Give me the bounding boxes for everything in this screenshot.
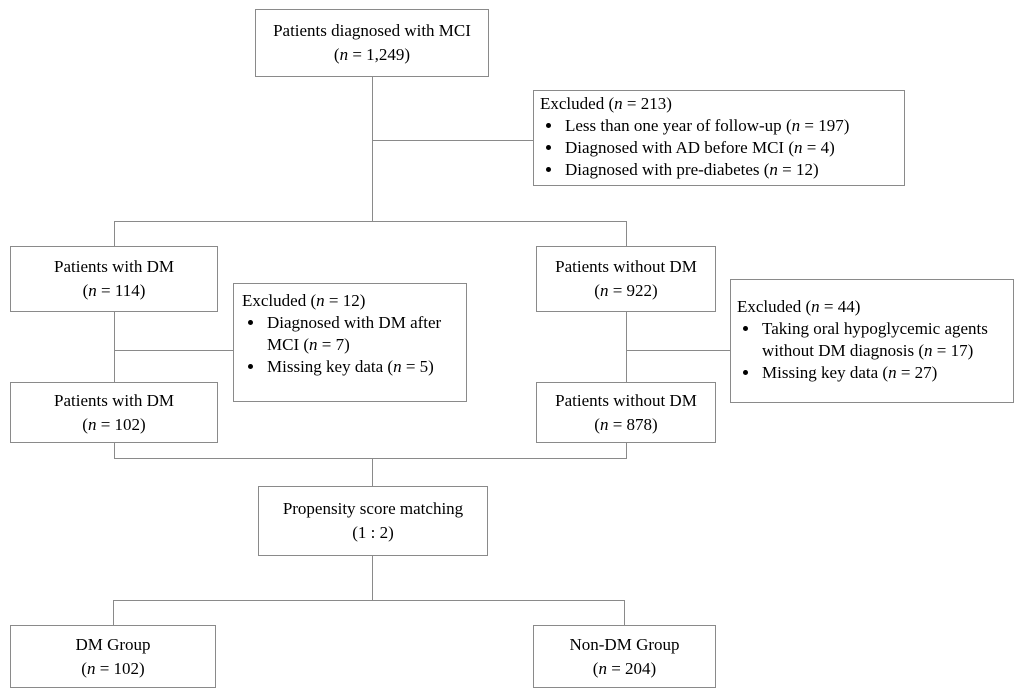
connector-right-drop-1 (626, 221, 627, 246)
box-propensity-matching: Propensity score matching (1 : 2) (258, 486, 488, 556)
box-count: (n = 114) (82, 281, 146, 300)
excluded-title: Excluded (n = 213) (540, 94, 672, 113)
box-patients-without-dm-initial: Patients without DM (n = 922) (536, 246, 716, 312)
box-count: (n = 102) (81, 658, 145, 678)
connector-right-drop-3 (624, 600, 625, 625)
excluded-reason: Missing key data (n = 27) (760, 362, 1007, 384)
connector-merge (114, 458, 627, 459)
connector-left-drop-1 (114, 221, 115, 246)
box-count: (n = 922) (594, 281, 658, 300)
excluded-reason: Less than one year of follow-up (n = 197… (563, 115, 898, 137)
box-title: DM Group (75, 634, 151, 654)
box-patients-with-dm-initial: Patients with DM (n = 114) (10, 246, 218, 312)
excluded-title: Excluded (n = 44) (737, 297, 861, 316)
connector-left-drop-3 (113, 600, 114, 625)
connector-right-drop-2 (626, 443, 627, 459)
box-title: Patients without DM (555, 390, 697, 410)
excluded-reason: Missing key data (n = 5) (265, 356, 458, 378)
box-patients-mci: Patients diagnosed with MCI (n = 1,249) (255, 9, 489, 77)
box-excluded-dm: Excluded (n = 12) Diagnosed with DM afte… (233, 283, 467, 402)
excluded-reasons-list: Diagnosed with DM after MCI (n = 7) Miss… (242, 312, 458, 378)
box-count: (n = 1,249) (333, 45, 411, 64)
connector-to-excluded-without-dm (626, 350, 730, 351)
connector-left-vertical-2 (114, 312, 115, 382)
excluded-reasons-list: Less than one year of follow-up (n = 197… (540, 115, 898, 181)
connector-propensity-down (372, 555, 373, 601)
box-patients-without-dm-final: Patients without DM (n = 878) (536, 382, 716, 443)
box-title: Patients without DM (555, 257, 697, 276)
connector-to-excluded-dm (114, 350, 233, 351)
excluded-reason: Taking oral hypoglycemic agents without … (760, 318, 1007, 362)
box-title: Patients with DM (54, 257, 174, 276)
connector-to-propensity (372, 458, 373, 486)
excluded-reason: Diagnosed with DM after MCI (n = 7) (265, 312, 458, 356)
box-excluded-mci: Excluded (n = 213) Less than one year of… (533, 90, 905, 186)
box-patients-with-dm-final: Patients with DM (n = 102) (10, 382, 218, 443)
box-title: Patients with DM (54, 390, 174, 410)
box-nondm-group: Non-DM Group (n = 204) (533, 625, 716, 688)
connector-top-vertical (372, 77, 373, 222)
box-title: Patients diagnosed with MCI (273, 21, 471, 40)
connector-left-drop-2 (114, 443, 115, 459)
excluded-reason: Diagnosed with AD before MCI (n = 4) (563, 137, 898, 159)
box-count: (n = 204) (592, 658, 657, 678)
box-ratio: (1 : 2) (352, 523, 394, 542)
connector-branch-top (114, 221, 627, 222)
connector-right-vertical-2 (626, 312, 627, 382)
connector-to-excluded-mci (372, 140, 533, 141)
connector-branch-bottom (113, 600, 625, 601)
excluded-reason: Diagnosed with pre-diabetes (n = 12) (563, 159, 898, 181)
box-title: Propensity score matching (282, 499, 464, 518)
excluded-reasons-list: Taking oral hypoglycemic agents without … (737, 318, 1007, 384)
box-count: (n = 878) (594, 414, 658, 434)
excluded-title: Excluded (n = 12) (242, 291, 366, 310)
box-title: Non-DM Group (569, 634, 680, 654)
box-count: (n = 102) (82, 414, 146, 434)
box-excluded-without-dm: Excluded (n = 44) Taking oral hypoglycem… (730, 279, 1014, 403)
box-dm-group: DM Group (n = 102) (10, 625, 216, 688)
